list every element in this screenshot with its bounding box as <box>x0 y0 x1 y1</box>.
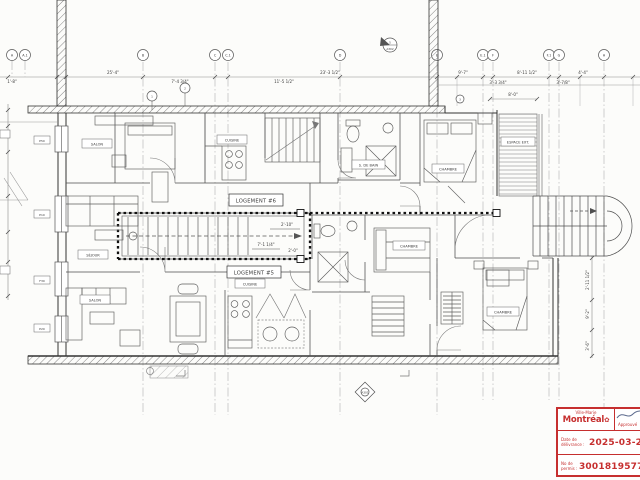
stamp-date-value: 2025-03-28 <box>589 437 640 448</box>
stamp-date-row: Date de délivrance : 2025-03-28 <box>558 431 640 454</box>
room-label: CHAMBRE <box>439 168 458 172</box>
section-sheet: A302 <box>386 47 393 51</box>
dim-label: 3'-6" <box>585 341 590 351</box>
grid-bubble-label: F.1 <box>547 54 552 58</box>
grid-bubble-label: C.1 <box>225 54 231 58</box>
stamp-permit-value: 3001819577-2 <box>578 461 640 472</box>
grid-bubbles <box>6 49 610 61</box>
window-tag-label: P10 <box>39 213 45 217</box>
grid-bubble-label: G <box>558 54 561 58</box>
dim-label: 2'-0" <box>288 248 298 253</box>
section-number: 5 <box>389 41 391 45</box>
furniture-top-left <box>65 115 176 241</box>
deck <box>498 113 543 197</box>
unit6-label: LOGEMENT #6 <box>236 199 276 205</box>
dimension-ticks <box>5 74 636 359</box>
window-tag-label: P20 <box>39 327 45 331</box>
stamp-city: Montréal✿ <box>558 415 614 425</box>
dim-label: 2'-10" <box>281 222 293 227</box>
dim-label: 8'-0" <box>508 92 518 97</box>
dim-label: 7'-4 3/4" <box>171 79 188 84</box>
grid-bubble-label: A <box>11 54 14 58</box>
right-walls <box>0 106 559 356</box>
bedroom-top-right <box>423 112 493 183</box>
furniture-bottom-left <box>65 283 207 355</box>
unit5-label: LOGEMENT #5 <box>234 271 274 277</box>
dim-label: 8'-11 1/2" <box>517 70 537 75</box>
stamp-date-label: Date de délivrance : <box>561 437 585 447</box>
room-label: CUISINE <box>225 139 240 143</box>
dim-label: 1'-8" <box>7 79 17 84</box>
room-label: ESPACE EXT. <box>507 141 529 145</box>
permit-stamp: Ville-Marie Montréal✿ Approuvé Date de d… <box>556 407 640 477</box>
kitchen-bottom <box>227 293 307 349</box>
dim-label: 9'-2" <box>585 309 590 319</box>
grid-bubble-label: E.1 <box>480 54 485 58</box>
stamp-approved: Approuvé <box>615 409 640 430</box>
signature-icon <box>616 410 640 419</box>
dim-label: 23'-3 1/2" <box>320 70 340 75</box>
room-label: CUISINE <box>243 283 258 287</box>
room-label: CHAMBRE <box>494 311 513 315</box>
grid-bubble-label: A.1 <box>22 54 28 58</box>
dim-label: 7'-1 1/4" <box>257 242 274 247</box>
grid-bubble-label: F <box>492 54 494 58</box>
stamp-logo: Ville-Marie Montréal✿ <box>558 409 615 430</box>
rosette-icon: ✿ <box>604 416 610 424</box>
window-tag-label: P50 <box>39 139 45 143</box>
callout-labels: 5 A302 1 2 3 A301 <box>151 41 461 395</box>
bedroom-mid-right <box>373 227 510 287</box>
exterior-stair <box>532 195 633 257</box>
partitions <box>66 113 553 356</box>
room-label: SALON <box>89 299 102 303</box>
room-labels: SALON CUISINE S. DE BAIN CHAMBRE ESPACE … <box>77 134 536 317</box>
elevation-marker-label: A301 <box>361 391 368 395</box>
dim-label: 3'-7/8" <box>556 80 570 85</box>
dim-label: 11'-5 1/2" <box>274 79 294 84</box>
stamp-permit-row: No de permis : 3001819577-2 <box>558 454 640 478</box>
dim-label: 3'-3 3/4" <box>489 80 506 85</box>
door-swings <box>139 157 491 351</box>
grid-bubble-label: D <box>339 54 342 58</box>
detail-number: 1 <box>151 95 153 99</box>
kitchen-top <box>204 113 321 181</box>
left-wall <box>54 113 69 356</box>
stamp-header: Ville-Marie Montréal✿ Approuvé <box>558 409 640 431</box>
demolition-outline <box>116 211 497 261</box>
grid-bubble-label: B <box>142 54 145 58</box>
dim-label: 25'-4" <box>107 70 119 75</box>
dim-label: 2'-11 1/2" <box>585 270 590 290</box>
central-staircase <box>121 215 305 257</box>
callout-markers <box>146 37 465 403</box>
detail-number: 2 <box>184 87 186 91</box>
exterior-walls <box>27 0 640 379</box>
bathroom-mid <box>313 220 358 283</box>
window-tags: P50 P10 F30 P20 <box>0 129 51 333</box>
room-label: S. DE BAIN <box>359 164 379 168</box>
grid-bubble-label: H <box>603 54 606 58</box>
window-tag-label: F30 <box>39 279 45 283</box>
grid-bubble-label: C <box>214 54 217 58</box>
bedroom-bottom-right <box>440 260 539 331</box>
stamp-city-text: Montréal <box>562 415 605 425</box>
dim-label: 9'-7" <box>458 70 468 75</box>
unit-labels: LOGEMENT #6 LOGEMENT #5 <box>226 193 284 279</box>
grid-bubble-labels: A A.1 B C C.1 D E E.1 F F.1 G H <box>11 54 606 58</box>
detail-number: 3 <box>459 98 461 102</box>
room-label: SALON <box>91 143 104 147</box>
stair-basement <box>371 295 405 337</box>
dim-label: 4'-4" <box>578 70 588 75</box>
stamp-permit-label: No de permis : <box>561 461 578 471</box>
room-label: CHAMBRE <box>400 245 419 249</box>
stamp-borough: Ville-Marie <box>575 410 597 415</box>
stamp-approved-label: Approuvé <box>618 422 638 427</box>
demolition-nodes <box>296 209 501 263</box>
dimension-labels: 1'-8" 25'-4" 7'-4 3/4" 11'-5 1/2" 23'-3 … <box>7 70 590 351</box>
room-label: SÉJOUR <box>86 253 100 258</box>
